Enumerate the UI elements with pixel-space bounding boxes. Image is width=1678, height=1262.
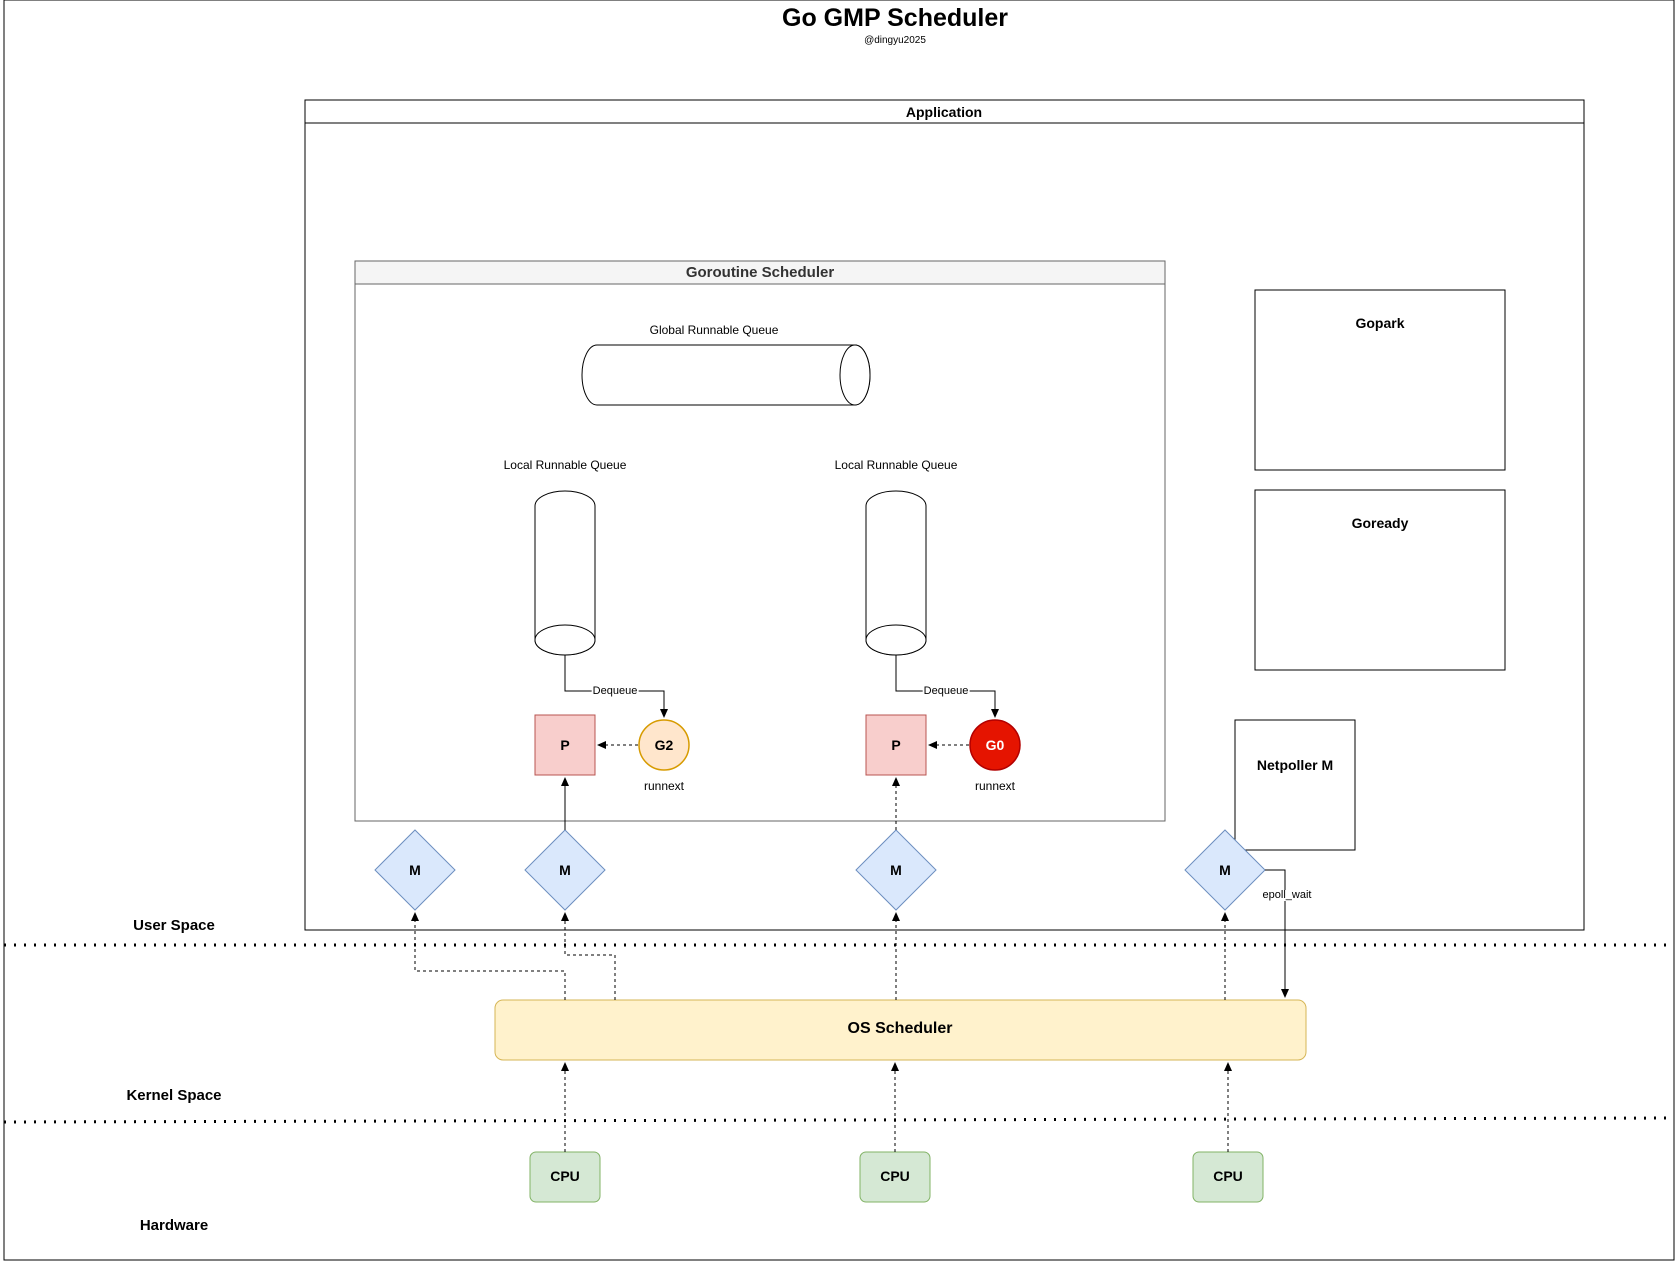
gopark-box (1254, 289, 1506, 471)
machine-diamond-4 (1184, 829, 1266, 911)
epoll-wait-arrow (1265, 869, 1289, 998)
global-runnable-queue-cylinder (581, 344, 871, 406)
processor-label-1: P (560, 737, 570, 753)
application-label: Application (905, 104, 983, 120)
kernel-hardware-separator (3, 1116, 1675, 1124)
goroutine-scheduler-label: Goroutine Scheduler (685, 264, 835, 281)
diagram-subtitle: @dingyu2025 (864, 35, 926, 46)
goroutine-g0-circle (969, 719, 1021, 771)
netpoller-label: Netpoller M (1256, 757, 1334, 773)
os-scheduler-label: OS Scheduler (847, 1020, 953, 1037)
global-queue-label: Global Runnable Queue (649, 323, 779, 337)
user-space-label: User Space (133, 917, 215, 934)
local-runnable-queue-cylinder-1 (534, 490, 596, 656)
runnext-caption-1: runnext (643, 779, 685, 793)
processor-box-1 (534, 714, 596, 776)
goroutine-scheduler-header (354, 260, 1166, 285)
os-to-m2-arrow (561, 912, 616, 1000)
cpu-label-3: CPU (1213, 1168, 1243, 1184)
goready-label: Goready (1351, 515, 1409, 531)
machine-diamond-3 (855, 829, 937, 911)
machine-label-4: M (1219, 862, 1231, 878)
runnext-caption-2: runnext (974, 779, 1016, 793)
local-runnable-queue-cylinder-2 (865, 490, 927, 656)
dequeue-label-2: Dequeue (922, 685, 970, 697)
hardware-label: Hardware (139, 1217, 209, 1234)
machine-label-1: M (409, 862, 421, 878)
dequeue-label-1: Dequeue (591, 685, 639, 697)
processor-label-2: P (891, 737, 901, 753)
processor-box-2 (865, 714, 927, 776)
machine-diamond-1 (374, 829, 456, 911)
gopark-label: Gopark (1355, 315, 1405, 331)
machine-label-3: M (890, 862, 902, 878)
epoll-wait-label: epoll_wait (1261, 889, 1313, 901)
machine-diamond-2 (524, 829, 606, 911)
goroutine-g0-label: G0 (985, 737, 1005, 753)
cpu-label-1: CPU (550, 1168, 580, 1184)
outer-frame (3, 0, 1675, 1261)
goready-box (1254, 489, 1506, 671)
kernel-space-label: Kernel Space (126, 1087, 222, 1104)
os-to-m1-arrow (411, 912, 566, 1000)
os-scheduler-box (494, 999, 1307, 1061)
local-queue-label-1: Local Runnable Queue (503, 458, 627, 472)
local-queue-label-2: Local Runnable Queue (834, 458, 958, 472)
diagram-title: Go GMP Scheduler (782, 4, 1008, 32)
cpu-label-2: CPU (880, 1168, 910, 1184)
goroutine-g2-circle (638, 719, 690, 771)
machine-label-2: M (559, 862, 571, 878)
netpoller-box (1234, 719, 1356, 851)
goroutine-g2-label: G2 (654, 737, 674, 753)
